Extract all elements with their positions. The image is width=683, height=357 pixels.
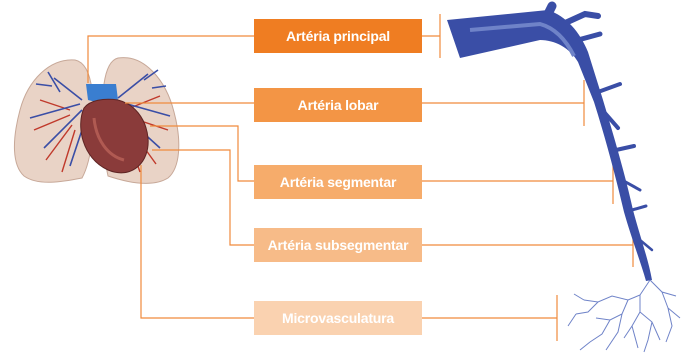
label-arteria-lobar: Artéria lobar	[254, 88, 422, 122]
label-text-arteria-lobar: Artéria lobar	[298, 97, 379, 113]
connector-micro-left	[141, 165, 254, 318]
label-arteria-segmentar: Artéria segmentar	[254, 165, 422, 199]
label-arteria-subsegmentar: Artéria subsegmentar	[254, 228, 422, 262]
microvasculature	[568, 280, 680, 352]
main-artery-trunk	[447, 10, 652, 281]
label-text-arteria-principal: Artéria principal	[286, 28, 390, 44]
label-text-arteria-segmentar: Artéria segmentar	[280, 174, 396, 190]
label-text-arteria-subsegmentar: Artéria subsegmentar	[268, 237, 409, 253]
artery-tree-illustration	[447, 6, 680, 352]
label-microvasculatura: Microvasculatura	[254, 301, 422, 335]
label-arteria-principal: Artéria principal	[254, 19, 422, 53]
label-text-microvasculatura: Microvasculatura	[282, 310, 394, 326]
lungs-heart-illustration	[14, 58, 178, 184]
